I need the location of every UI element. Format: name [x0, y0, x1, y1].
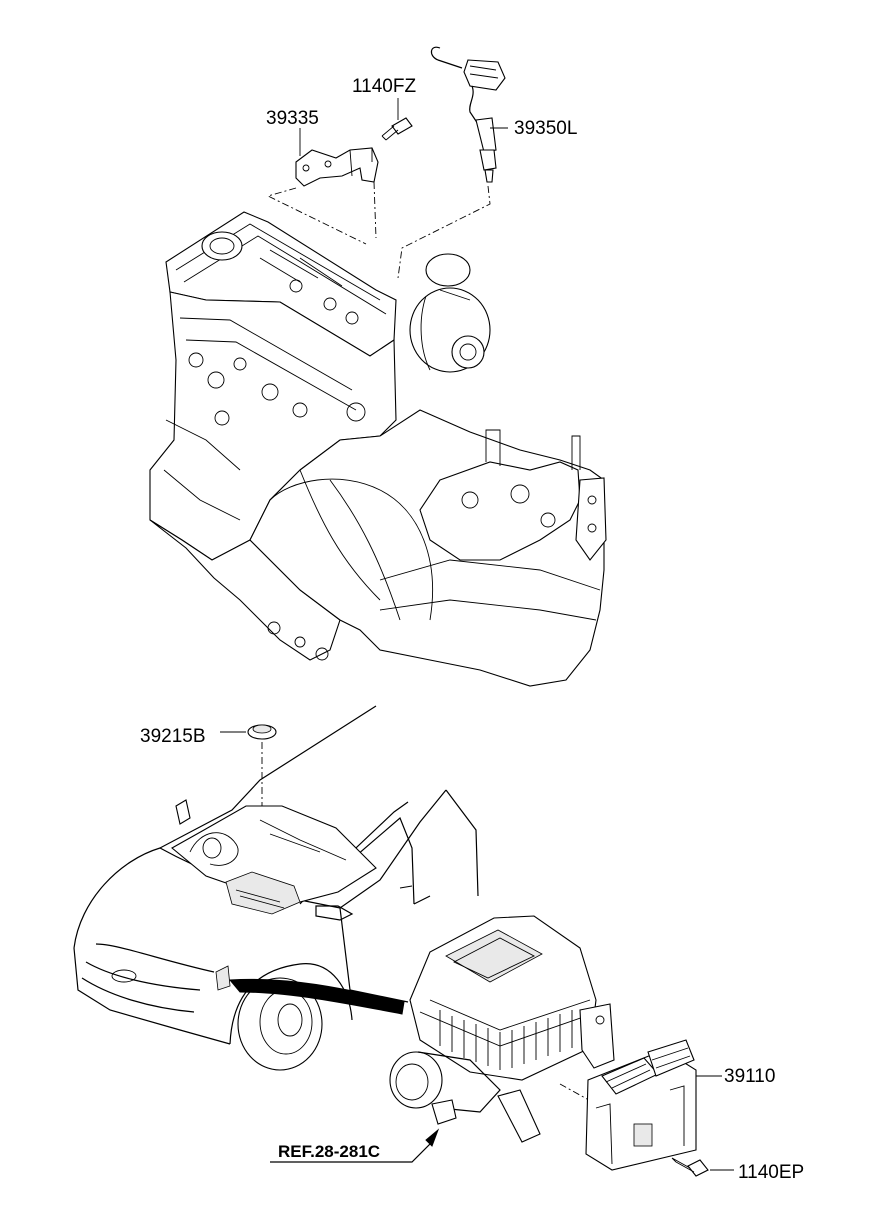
vehicle-body [73, 705, 479, 1071]
bolt-1140fz [381, 117, 413, 141]
label-39335: 39335 [266, 108, 319, 129]
label-39110: 39110 [724, 1066, 775, 1087]
grommet-39215b [247, 724, 277, 740]
ref-leader [270, 1128, 440, 1163]
label-1140ep: 1140EP [738, 1162, 804, 1183]
oxygen-sensor-39350l [430, 46, 506, 183]
label-39350l: 39350L [514, 118, 577, 139]
location-arrow [228, 978, 405, 1015]
ecm-39110 [585, 1039, 697, 1171]
label-1140fz: 1140FZ [352, 76, 416, 97]
turbocharger [409, 253, 491, 373]
air-cleaner-assembly [389, 915, 615, 1143]
engine-assembly [149, 211, 607, 687]
bracket-location-line [266, 181, 377, 245]
bracket-39335 [295, 147, 379, 187]
sensor-location-line [397, 185, 491, 279]
label-ref-28-281c: REF.28-281C [278, 1142, 380, 1161]
label-39215b: 39215B [140, 726, 206, 747]
bolt-1140ep [671, 1157, 709, 1177]
